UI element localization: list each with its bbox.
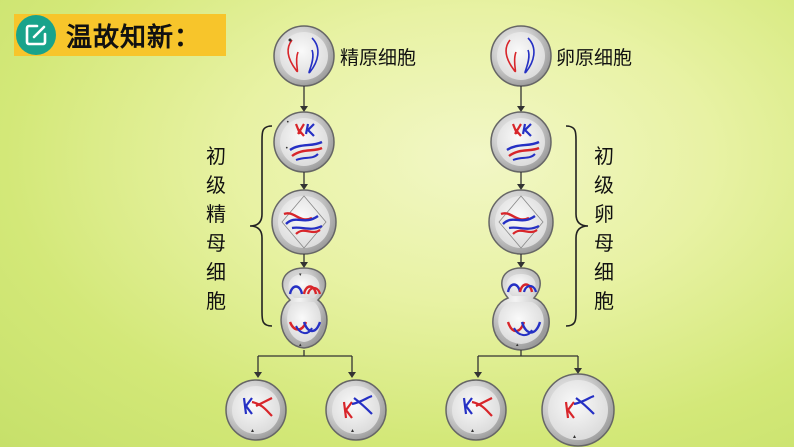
svg-text:▴: ▴ <box>351 427 354 434</box>
svg-text:•: • <box>286 119 290 126</box>
label-char: 初 <box>594 144 614 168</box>
label-char: 母 <box>206 231 226 255</box>
label-char: 细 <box>594 260 614 284</box>
svg-text:▴: ▴ <box>471 427 474 434</box>
primary-oocyte-metaphase <box>488 189 554 255</box>
right-column: ▴ ▴ ▴ <box>445 25 615 447</box>
svg-text:•: • <box>285 145 289 152</box>
label-char: 胞 <box>206 289 226 313</box>
svg-text:▴: ▴ <box>251 427 254 434</box>
metaphase-cell <box>271 189 337 255</box>
right-brace <box>565 125 589 327</box>
secondary-oocyte: ▴ <box>541 373 615 447</box>
label-char: 母 <box>594 231 614 255</box>
first-polar-body: ▴ <box>445 379 507 441</box>
spermatogonium-label: 精原细胞 <box>340 47 417 69</box>
label-char: 细 <box>206 260 226 284</box>
primary-oocyte-label: 初 级 卵 母 细 胞 <box>590 142 618 316</box>
svg-text:▾: ▾ <box>299 272 302 278</box>
oogonium-cell <box>490 25 552 87</box>
label-char: 初 <box>206 144 226 168</box>
svg-text:▴: ▴ <box>573 433 576 440</box>
prophase-cell: • • <box>273 111 335 173</box>
primary-spermatocyte-label: 初 级 精 母 细 胞 <box>202 142 230 316</box>
primary-oocyte-prophase <box>490 111 552 173</box>
spermatogonium-cell <box>273 25 335 87</box>
title-banner: 温故知新： <box>14 14 226 56</box>
secondary-spermatocyte-left: ▴ <box>225 379 287 441</box>
edit-icon <box>16 15 56 55</box>
label-char: 胞 <box>594 289 614 313</box>
label-char: 级 <box>594 173 614 197</box>
svg-text:▴: ▴ <box>516 342 519 348</box>
anaphase-cell: ▾ ▴ <box>280 267 328 349</box>
oogonium-label: 卵原细胞 <box>556 47 633 69</box>
primary-oocyte-anaphase: ▴ <box>492 267 550 351</box>
svg-text:▴: ▴ <box>299 342 302 348</box>
label-char: 精 <box>206 202 226 226</box>
label-char: 级 <box>206 173 226 197</box>
left-brace <box>249 125 273 327</box>
label-char: 卵 <box>594 202 614 226</box>
secondary-spermatocyte-right: ▴ <box>325 379 387 441</box>
left-column: • • <box>225 25 387 441</box>
page-title: 温故知新： <box>66 22 202 53</box>
